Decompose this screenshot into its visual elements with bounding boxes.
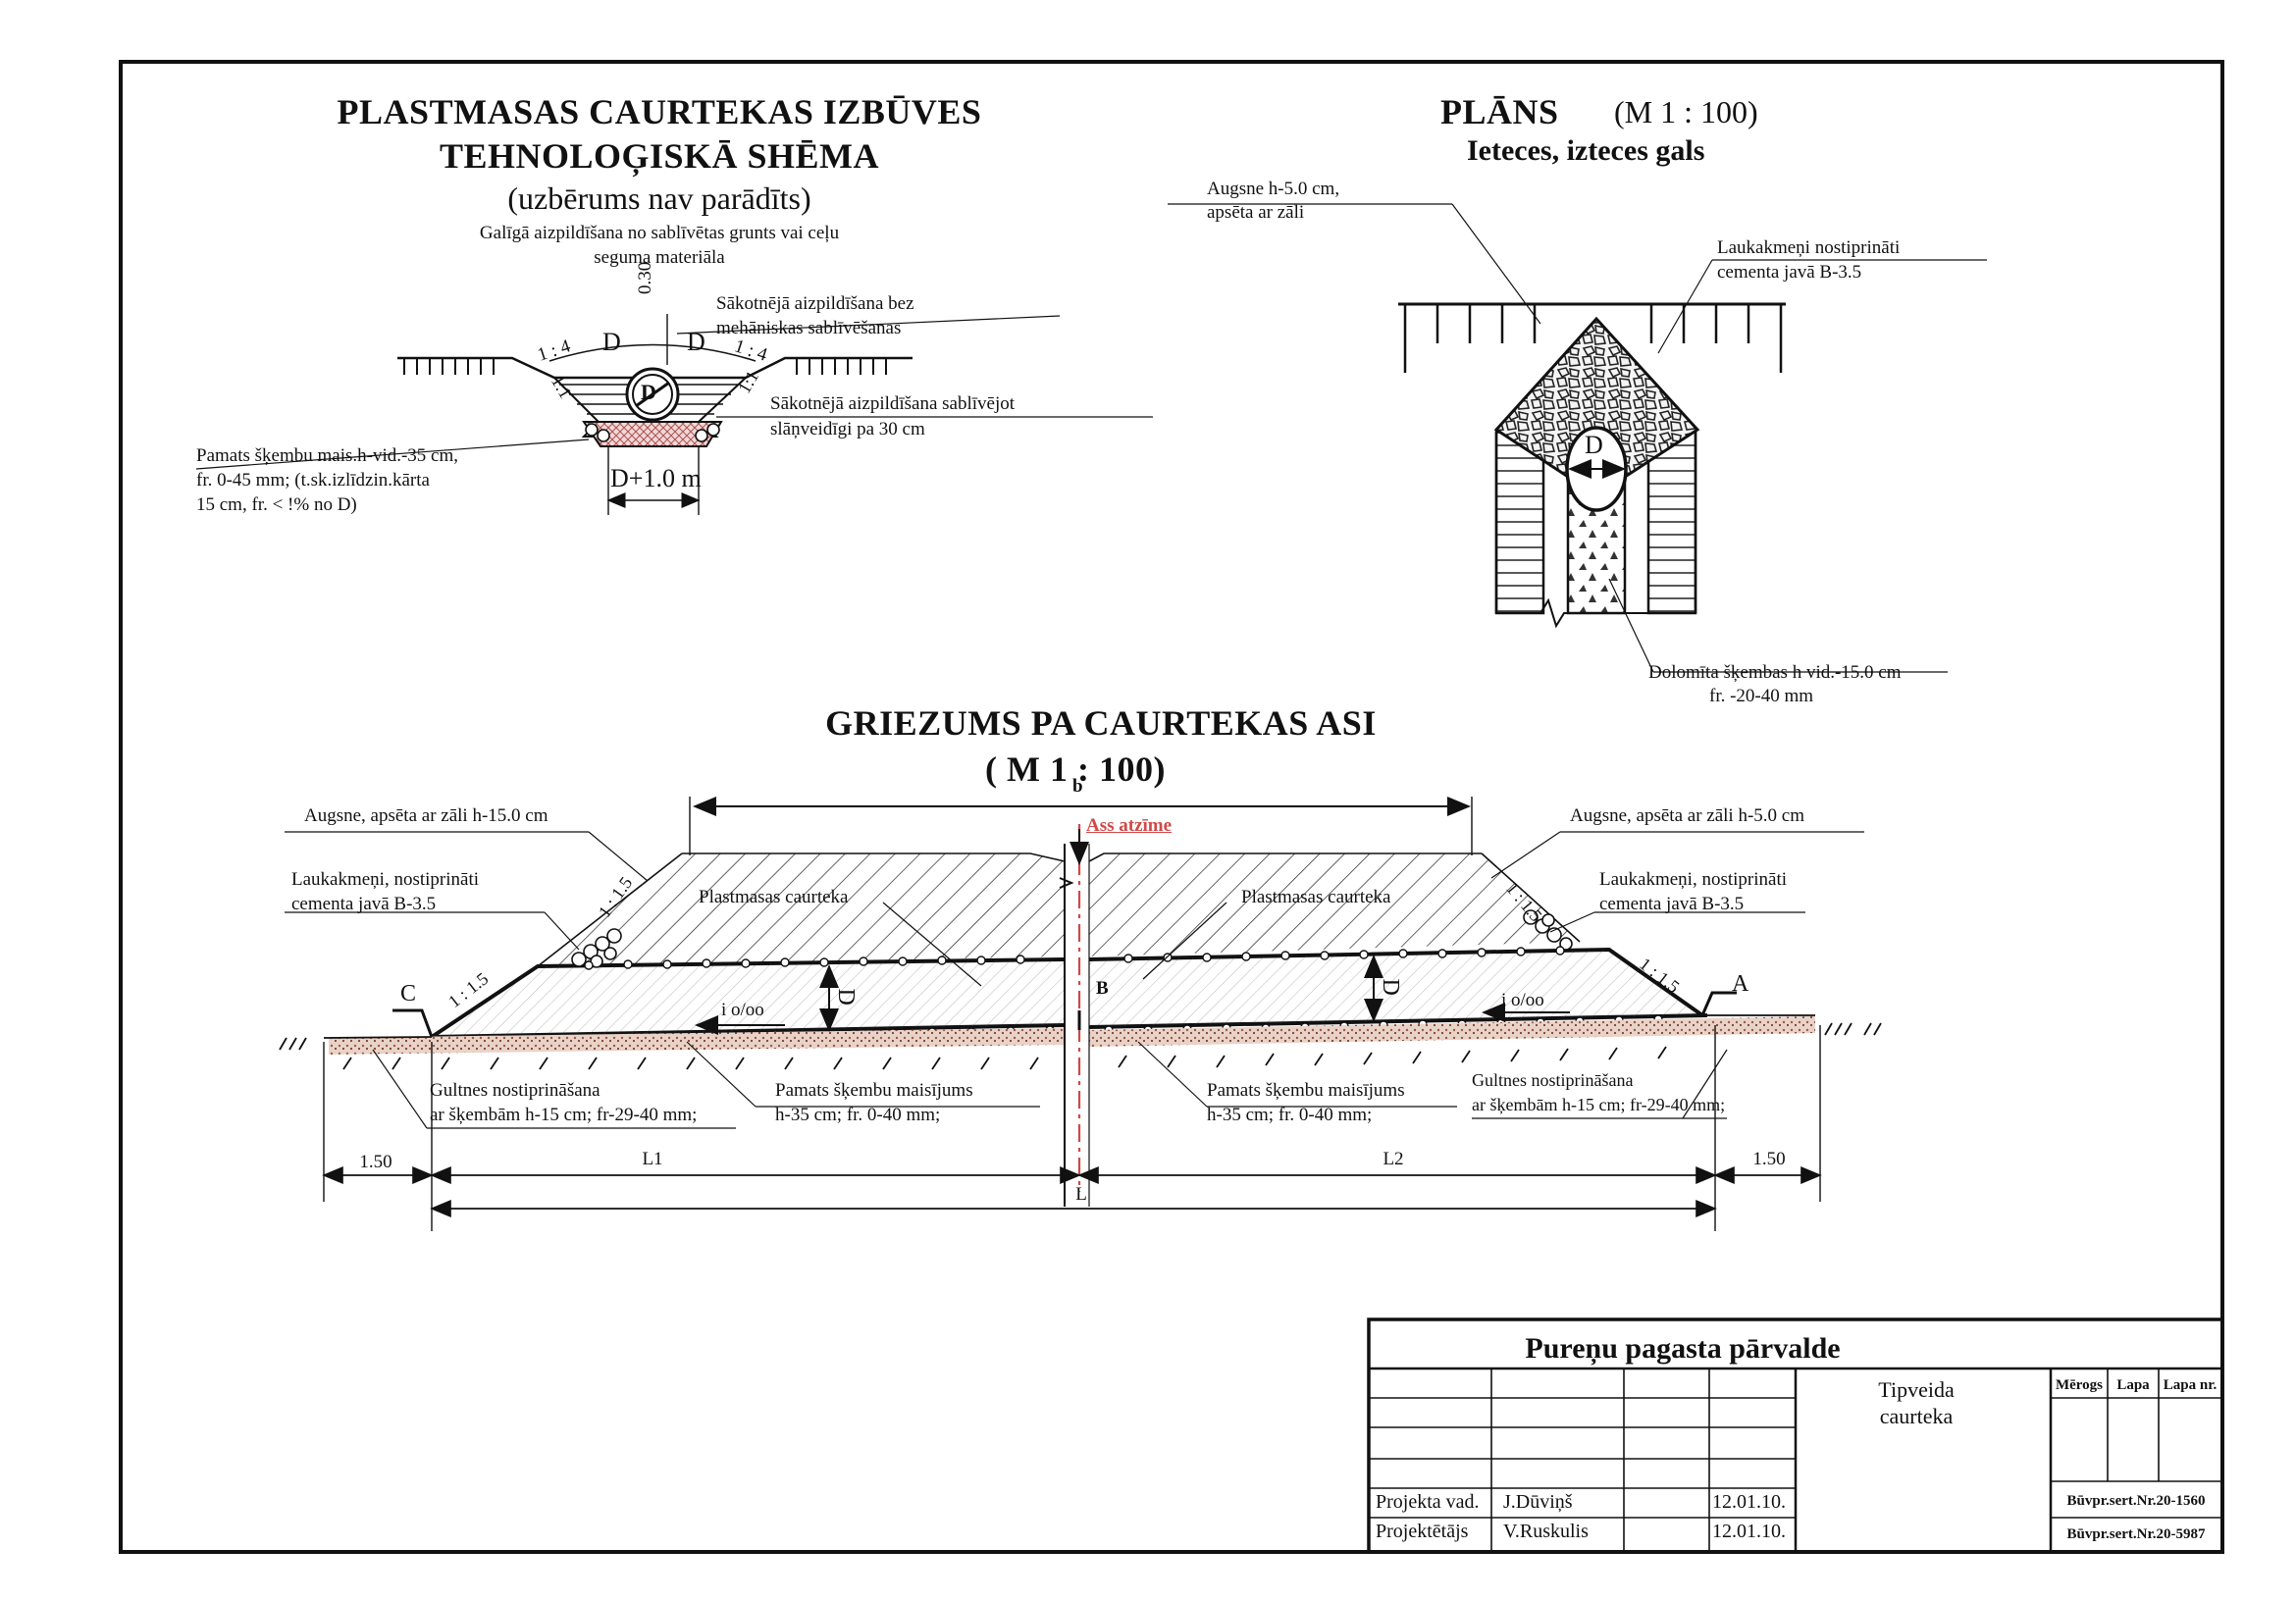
title-block-grid: [1367, 1317, 2224, 1554]
section-bed-right-line2: ar šķembām h-15 cm; fr-29-40 mm;: [1472, 1095, 1726, 1114]
scheme-title-line1: PLASTMASAS CAURTEKAS IZBŪVES: [337, 92, 982, 131]
titleblock-object-line2: caurteka: [1879, 1404, 1954, 1428]
titleblock-col-sheetno: Lapa nr.: [2163, 1377, 2218, 1393]
section-soil-left: Augsne, apsēta ar zāli h-15.0 cm: [304, 805, 548, 826]
plan-subtitle: Ieteces, izteces gals: [1467, 134, 1705, 167]
axis-label: Ass atzīme: [1086, 815, 1173, 836]
scheme-subtitle: (uzbērums nav parādīts): [507, 181, 811, 216]
scheme-fill-compact-line1: Sākotnējā aizpildīšana sablīvējot: [770, 393, 1016, 414]
section-i-right: i o/oo: [1501, 990, 1544, 1010]
scheme-title-line2: TEHNOLOĢISKĀ SHĒMA: [439, 136, 880, 176]
section-scale: ( M 1 : 100): [985, 749, 1166, 789]
gravel-base: [329, 1028, 1065, 1055]
ground-ticks-section: [279, 1022, 1882, 1070]
scheme-drawing: [195, 314, 1153, 515]
scheme-d-left: D: [602, 328, 621, 356]
ground-ticks-left: [403, 358, 495, 375]
scheme-d-right: D: [687, 328, 705, 356]
scheme-note-line2: seguma materiāla: [594, 247, 725, 268]
plan-drawing: [1168, 203, 1987, 673]
scheme-fill-initial-line1: Sākotnējā aizpildīšana bez: [716, 293, 914, 314]
section-stones-left-line1: Laukakmeņi, nostiprināti: [291, 869, 480, 890]
plan-stones-line1: Laukakmeņi nostiprināti: [1717, 237, 1901, 258]
section-stones-right-line1: Laukakmeņi, nostiprināti: [1599, 869, 1788, 890]
titleblock-role2: Projektētājs: [1376, 1521, 1469, 1542]
label-a: A: [1732, 971, 1749, 997]
ground-ticks-right: [796, 358, 887, 375]
dim-150-left: 1.50: [359, 1152, 392, 1172]
scheme-dim-030: 0.30: [635, 261, 655, 294]
titleblock-col-sheet: Lapa: [2116, 1377, 2150, 1393]
section-bed-left-line2: ar šķembām h-15 cm; fr-29-40 mm;: [430, 1105, 698, 1125]
section-slope-stones-left: [571, 928, 622, 968]
section-d-right: D: [1377, 978, 1403, 996]
scheme-d-pipe: D: [641, 380, 656, 404]
titleblock-date2: 12.01.10.: [1712, 1521, 1786, 1542]
section-base-left-line1: Pamats šķembu maisījums: [775, 1080, 973, 1101]
scheme-base-line2: fr. 0-45 mm; (t.sk.izlīdzin.kārta: [196, 470, 430, 491]
section-base-right-line2: h-35 cm; fr. 0-40 mm;: [1207, 1105, 1373, 1125]
titleblock-date1: 12.01.10.: [1712, 1491, 1786, 1513]
plan-dolomite-line2: fr. -20-40 mm: [1709, 686, 1814, 706]
dim-l2: L2: [1383, 1149, 1404, 1169]
scheme-fill-compact-line2: slāņveidīgi pa 30 cm: [770, 419, 925, 439]
plan-scale: (M 1 : 100): [1614, 94, 1758, 129]
titleblock-object-line1: Tipveida: [1878, 1377, 1955, 1402]
embankment-right: [1089, 853, 1580, 956]
scheme-bottom-stones: [585, 423, 720, 442]
titleblock-col-scale: Mērogs: [2055, 1377, 2104, 1393]
scheme-base-line1: Pamats šķembu mais.h-vid.-35 cm,: [196, 445, 459, 466]
section-soil-right: Augsne, apsēta ar zāli h-5.0 cm: [1570, 805, 1804, 826]
scheme-bed: [582, 421, 723, 447]
titleblock-cert2: Būvpr.sert.Nr.20-5987: [2066, 1526, 2206, 1542]
plan-wall-right: [1646, 430, 1697, 615]
section-bed-right-line1: Gultnes nostiprināšana: [1472, 1070, 1634, 1090]
section-stones-left-line2: cementa javā B-3.5: [291, 894, 437, 914]
plan-soil-line1: Augsne h-5.0 cm,: [1207, 179, 1340, 199]
plan-d-label: D: [1585, 431, 1603, 459]
plan-wall-left: [1494, 430, 1545, 615]
scheme-width-label: D+1.0 m: [610, 464, 702, 492]
scheme-fill-initial-line2: mehāniskas sablīvēšanas: [716, 318, 902, 338]
dim-l: L: [1075, 1184, 1087, 1205]
label-c: C: [400, 981, 417, 1007]
section-i-left: i o/oo: [721, 1000, 764, 1020]
dim-150-right: 1.50: [1752, 1149, 1786, 1169]
embankment-left: [538, 853, 1065, 966]
label-b: B: [1096, 978, 1109, 999]
titleblock-name2: V.Ruskulis: [1503, 1521, 1589, 1542]
titleblock-name1: J.Dūviņš: [1503, 1491, 1573, 1513]
plan-stones-line2: cementa javā B-3.5: [1717, 262, 1862, 283]
dim-l1: L1: [642, 1149, 663, 1169]
plan-soil-line2: apsēta ar zāli: [1207, 202, 1305, 223]
section-pipe-left: Plastmasas caurteka: [699, 887, 849, 907]
section-base-left-line2: h-35 cm; fr. 0-40 mm;: [775, 1105, 941, 1125]
titleblock-cert1: Būvpr.sert.Nr.20-1560: [2066, 1493, 2206, 1509]
section-base-right-line1: Pamats šķembu maisījums: [1207, 1080, 1405, 1101]
scheme-base-line3: 15 cm, fr. < !% no D): [196, 494, 357, 515]
scheme-note-line1: Galīgā aizpildīšana no sablīvētas grunts…: [479, 223, 840, 243]
section-stones-right-line2: cementa javā B-3.5: [1599, 894, 1745, 914]
section-title: GRIEZUMS PA CAURTEKAS ASI: [825, 703, 1377, 743]
sheet-frame: [119, 60, 2224, 1554]
titleblock-role1: Projekta vad.: [1376, 1491, 1480, 1513]
section-pipe-right: Plastmasas caurteka: [1241, 887, 1391, 907]
plan-title: PLĀNS: [1440, 92, 1559, 131]
plan-dolomite-line1: Dolomīta šķembas h vid.-15.0 cm: [1648, 662, 1902, 683]
section-drawing: [279, 797, 1882, 1231]
section-b-label: b: [1072, 776, 1083, 797]
section-bed-left-line1: Gultnes nostiprināšana: [430, 1080, 600, 1101]
section-d-left: D: [832, 988, 859, 1006]
titleblock-org: Pureņu pagasta pārvalde: [1525, 1332, 1841, 1365]
